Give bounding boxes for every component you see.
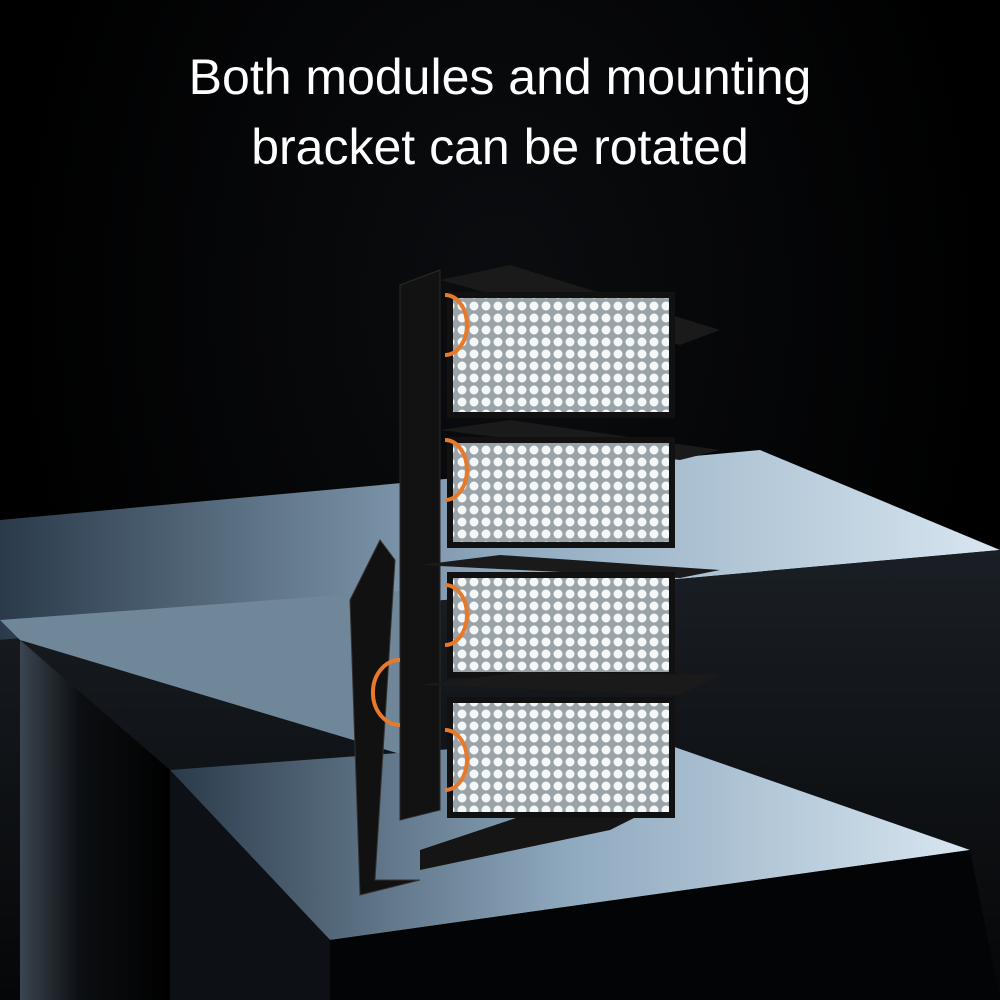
headline-line-1: Both modules and mounting bbox=[188, 49, 812, 105]
floodlight-fixture bbox=[349, 265, 720, 896]
rotation-arrow-icons bbox=[370, 293, 469, 792]
led-module-2 bbox=[440, 420, 720, 548]
headline: Both modules and mounting bracket can be… bbox=[0, 42, 1000, 182]
headline-line-2: bracket can be rotated bbox=[251, 119, 749, 175]
led-module-1 bbox=[440, 265, 720, 418]
led-module-4 bbox=[420, 672, 720, 818]
left-block bbox=[0, 590, 420, 1000]
led-module-3 bbox=[420, 555, 720, 678]
